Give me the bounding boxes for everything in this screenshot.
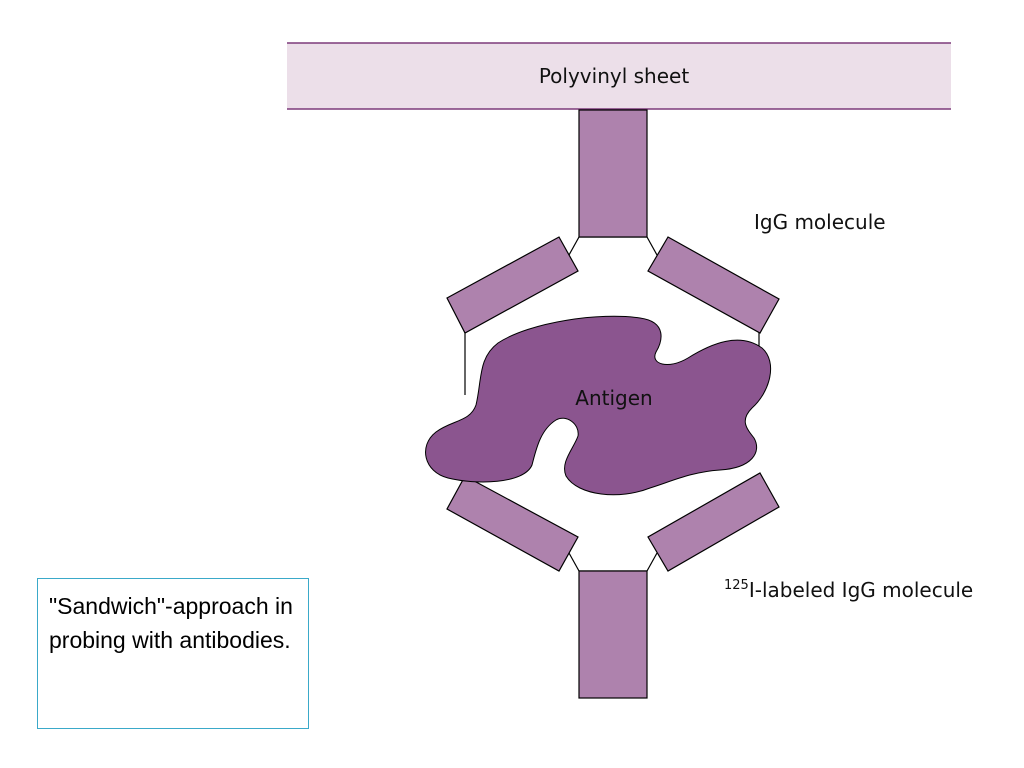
caption-text: "Sandwich"-approach in probing with anti…: [49, 593, 293, 653]
capture-igg-arm-right: [647, 236, 780, 334]
labeled-igg-arm-left: [446, 475, 579, 572]
labeled-igg-stem: [578, 570, 648, 699]
labeled-igg-label-text: I-labeled IgG molecule: [749, 578, 973, 602]
polyvinyl-sheet: Polyvinyl sheet: [287, 42, 951, 110]
labeled-igg-arm-right: [647, 472, 780, 572]
labeled-igg-molecule: [446, 472, 780, 699]
antigen-shape: [425, 315, 772, 496]
capture-igg-arm-left: [446, 236, 579, 334]
labeled-igg-label: 125I-labeled IgG molecule: [724, 578, 973, 602]
sheet-label: Polyvinyl sheet: [539, 64, 690, 88]
antigen-label: Antigen: [575, 386, 652, 410]
caption-box: "Sandwich"-approach in probing with anti…: [37, 578, 309, 729]
isotope-superscript: 125: [724, 578, 749, 593]
igg-molecule-label: IgG molecule: [754, 210, 886, 234]
capture-igg-molecule: [446, 109, 780, 400]
capture-igg-stem: [578, 109, 648, 238]
